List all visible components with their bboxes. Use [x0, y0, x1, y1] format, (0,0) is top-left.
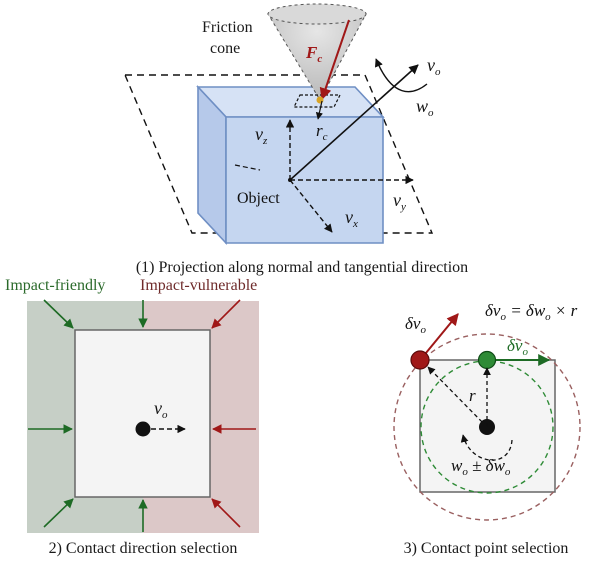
vz-label: vz: [255, 124, 268, 147]
vo-arrow: [289, 64, 419, 181]
wo-label: wo: [416, 96, 434, 119]
dashed-support-line: [234, 164, 261, 171]
vulnerable-arrow: [211, 498, 241, 528]
green-delta-v-label: δvo: [507, 336, 528, 358]
object-square: [74, 329, 211, 498]
impact-vulnerable-label: Impact-vulnerable: [140, 277, 257, 294]
contact-radius-arrow: [315, 100, 323, 120]
outer-reach-circle: [393, 333, 581, 521]
vx-arrow: [289, 179, 333, 233]
friction-cone-label-line2: cone: [210, 40, 240, 57]
friendly-arrow: [43, 299, 74, 329]
contact-point: [316, 96, 324, 104]
object-center: [135, 421, 151, 437]
tangent-plane: [123, 74, 434, 234]
friction-cone: [267, 3, 367, 102]
panel-3-caption: 3) Contact point selection: [404, 540, 569, 557]
contact-radius-label: rc: [316, 121, 328, 143]
vx-label: vx: [345, 207, 358, 230]
green-contact-point: [477, 350, 497, 370]
velocity-relation-equation: δvo = δwo × r: [485, 301, 578, 323]
friendly-arrow: [43, 498, 74, 528]
panel-2-contact-direction: Impact-friendly Impact-vulnerable vo 2) …: [5, 277, 259, 557]
vy-label: vy: [393, 190, 406, 213]
impact-friendly-label: Impact-friendly: [5, 277, 105, 294]
vo-label: vo: [154, 398, 168, 421]
red-contact-point: [410, 350, 430, 370]
panel-1-projection: Friction cone Fc rc vz vx vy Object vo w…: [123, 3, 468, 276]
rotation-arc: [460, 434, 513, 461]
vulnerable-arrow: [211, 299, 241, 329]
radius-label: r: [469, 386, 476, 405]
panel-1-caption: (1) Projection along normal and tangenti…: [136, 259, 468, 276]
panel-2-caption: 2) Contact direction selection: [49, 540, 238, 557]
red-delta-v-label: δvo: [405, 314, 426, 336]
radius-arrow: [427, 366, 488, 428]
red-delta-v-arrow: [420, 313, 459, 360]
contact-force-arrow: [319, 19, 350, 101]
panel-3-contact-point: δvo = δwo × r δvo δvo r wo ± δwo 3) Cont…: [393, 301, 581, 557]
angular-velocity-label: wo ± δwo: [451, 456, 511, 478]
friction-cone-label-line1: Friction: [202, 19, 253, 36]
object-cube: [196, 84, 385, 246]
force-label: Fc: [305, 43, 322, 65]
wo-rotation-arrow: [374, 58, 428, 93]
object-label: Object: [237, 190, 280, 207]
vo-label: vo: [427, 55, 441, 78]
